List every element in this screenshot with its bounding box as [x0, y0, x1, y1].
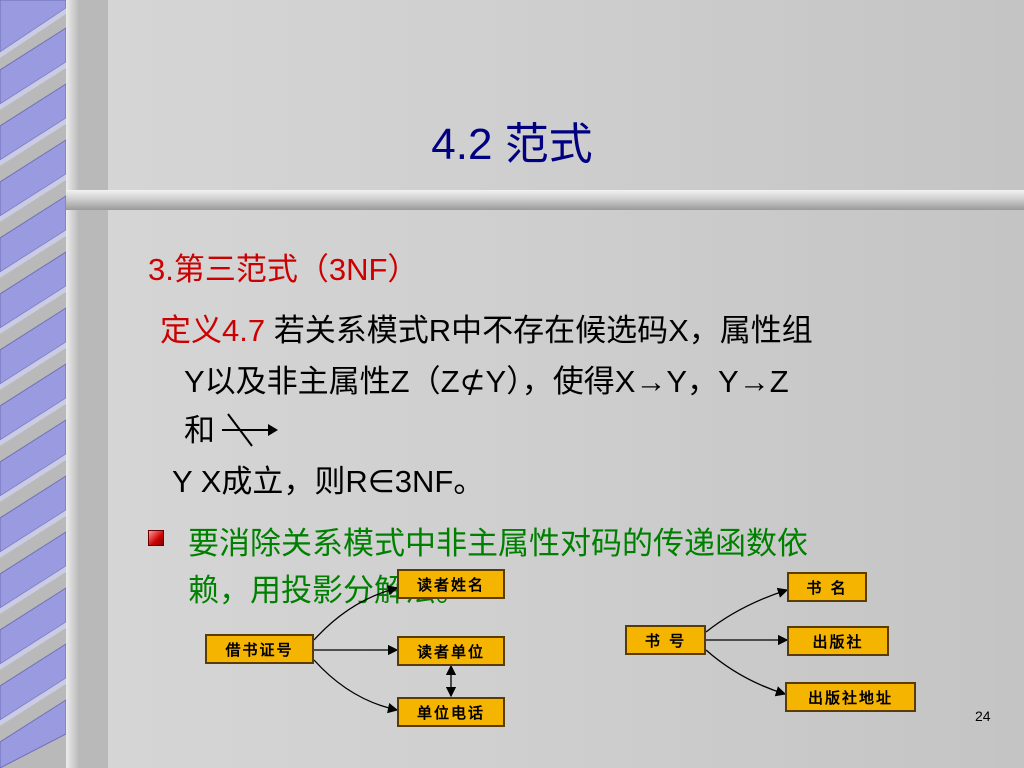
bullet-line-1: 要消除关系模式中非主属性对码的传递函数依: [188, 518, 808, 563]
diagram-box-publisher-address: 出版社地址: [785, 682, 916, 712]
bullet-icon: [148, 530, 164, 546]
diagram-box-publisher: 出版社: [787, 626, 889, 656]
diagram-box-reader-unit: 读者单位: [397, 636, 505, 666]
bullet-emphasis: 要消除关系模式中非主属性: [188, 526, 560, 561]
bullet-rest: 对码的传递函数依: [560, 526, 808, 561]
definition-line-3: 和: [184, 413, 215, 448]
diagram-box-source-right: 书 号: [625, 625, 706, 655]
section-heading: 3.第三范式（3NF）: [148, 252, 419, 287]
definition-line-2: Y以及非主属性Z（Z⊄Y），使得X→Y，Y→Z: [184, 364, 789, 399]
definition-line-1: 定义4.7 若关系模式R中不存在候选码X，属性组: [160, 305, 813, 350]
slide-title: 4.2 范式: [431, 120, 593, 169]
diagram-box-reader-name: 读者姓名: [397, 569, 505, 599]
diagram-box-source-left: 借书证号: [205, 634, 314, 664]
diagram-box-unit-phone: 单位电话: [397, 697, 505, 727]
diagram-box-book-name: 书 名: [787, 572, 867, 602]
page-number: 24: [975, 708, 991, 724]
definition-text-1: 若关系模式R中不存在候选码X，属性组: [273, 313, 813, 348]
definition-label: 定义4.7: [160, 313, 274, 348]
definition-line-4: Y X成立，则R∈3NF。: [172, 464, 485, 499]
horizontal-divider: [66, 190, 1024, 210]
